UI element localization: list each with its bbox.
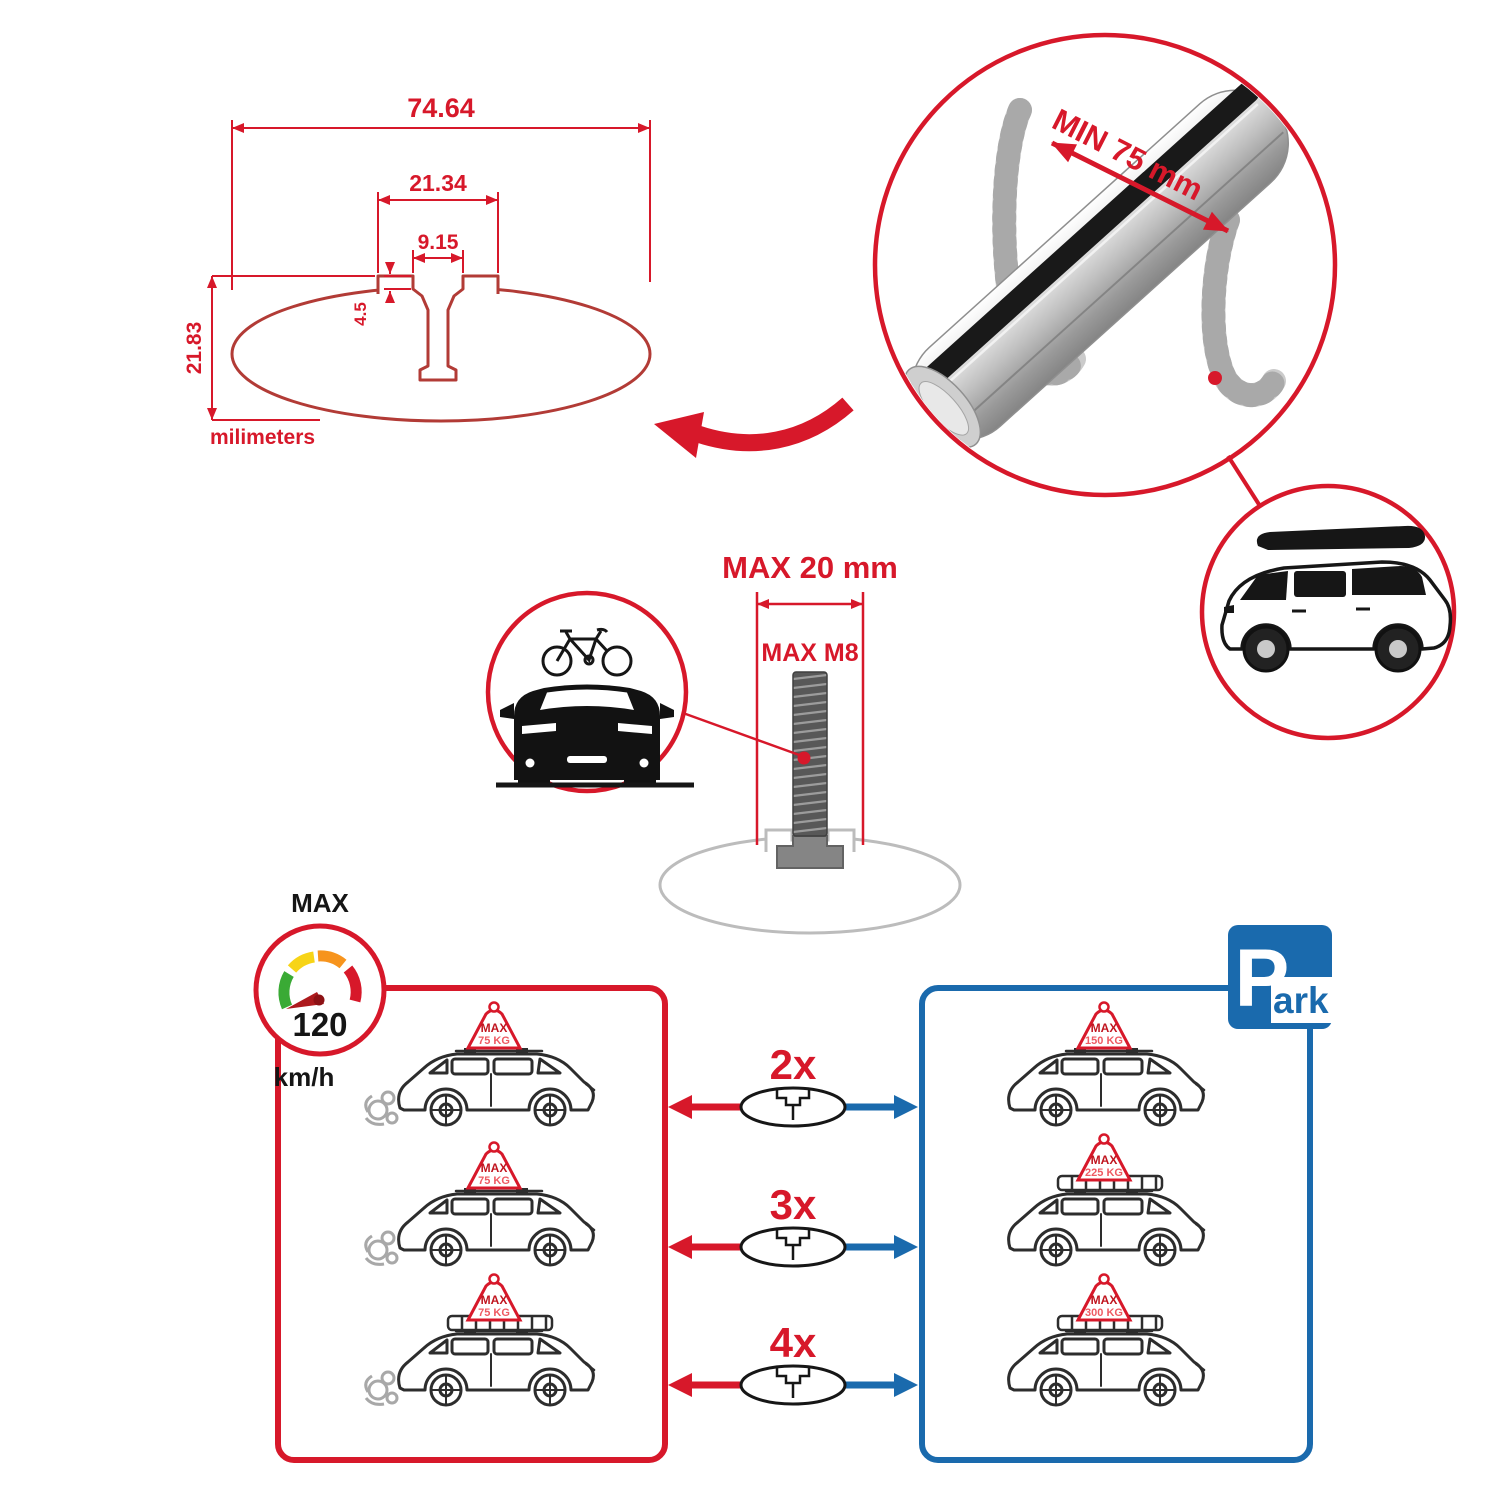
speedometer-gauge [278, 950, 362, 1010]
bolt-dimension-lines [755, 592, 865, 845]
cross-section-technical-drawing: 74.64 21.34 9.15 4.5 21.83 milimeters [183, 93, 652, 449]
speed-unit: km/h [274, 1062, 335, 1092]
parked-car-2: MAX 225 KG [1007, 1133, 1206, 1267]
circle-connector-line [1226, 454, 1262, 508]
usage-comparison-panel: MAX 120 km/h P ark 2x [253, 888, 1333, 1463]
load-badge-value: 150 KG [1085, 1035, 1123, 1047]
bar-detail-section: MIN 75 mm [872, 32, 1457, 741]
t-bolt [776, 671, 844, 869]
load-badge-max: MAX [481, 1293, 508, 1307]
park-suffix: ark [1273, 980, 1329, 1021]
dim-lip-depth: 4.5 [351, 302, 370, 326]
bicycle-icon [541, 627, 633, 677]
dim-channel-inner: 9.15 [418, 231, 459, 254]
dim-total-width: 74.64 [407, 93, 475, 123]
load-badge-value: 225 KG [1085, 1167, 1123, 1179]
t-slot-channel [376, 274, 500, 382]
car-front-icon [500, 684, 674, 786]
roof-box [1256, 525, 1426, 550]
load-badge-value: 300 KG [1085, 1307, 1123, 1319]
max-thread-label: MAX M8 [761, 639, 858, 667]
driving-car-2: MAX 75 KG [364, 1141, 596, 1267]
driving-zone-box [275, 985, 668, 1463]
driving-car-1: MAX 75 KG [364, 1001, 596, 1127]
t-bolt-head [776, 835, 844, 869]
bolt-dimension-diagram: MAX 20 mm MAX M8 [485, 550, 962, 935]
speed-max-label: MAX [291, 888, 349, 918]
parked-car-1: MAX 150 KG [1007, 1001, 1206, 1127]
profile-outline [230, 274, 652, 423]
suv-roofbox-circle [1199, 483, 1457, 741]
quantity-label: 3x [770, 1181, 817, 1228]
parked-car-3: MAX 300 KG [1007, 1273, 1206, 1407]
load-badge-max: MAX [481, 1161, 508, 1175]
claw-anchor-dot [1208, 371, 1222, 385]
park-sign: P ark [1228, 925, 1333, 1029]
bolt-anchor-dot [797, 751, 811, 765]
dimension-lines [207, 120, 651, 421]
load-badge-value: 75 KG [478, 1035, 510, 1047]
parking-zone-box [919, 985, 1313, 1463]
units-label: milimeters [210, 426, 315, 449]
speed-limit-badge: MAX 120 km/h [253, 888, 387, 1092]
suv-windshield [1240, 571, 1288, 600]
quantity-rows: 2x 3x 4x [668, 1041, 918, 1406]
driving-car-3: MAX 75 KG [364, 1273, 596, 1407]
quantity-label: 4x [770, 1319, 817, 1366]
pointer-arrow-to-profile [654, 397, 854, 458]
suv-window-rear [1352, 566, 1426, 595]
bolt-leader-line [682, 711, 803, 758]
min-span-arrow [1050, 140, 1230, 234]
load-badge-max: MAX [481, 1021, 508, 1035]
load-badge-max: MAX [1091, 1021, 1118, 1035]
quantity-label: 2x [770, 1041, 817, 1088]
car-front-bike-circle [485, 590, 694, 794]
load-badge-value: 75 KG [478, 1175, 510, 1187]
speed-value: 120 [292, 1006, 347, 1043]
max-width-label: MAX 20 mm [722, 550, 898, 585]
load-badge-value: 75 KG [478, 1307, 510, 1319]
suv-wheels [1242, 625, 1422, 673]
dim-channel-outer: 21.34 [409, 170, 467, 196]
fitting-claw-right [1201, 208, 1286, 408]
load-badge-max: MAX [1091, 1293, 1118, 1307]
dim-profile-height: 21.83 [183, 322, 206, 375]
load-badge-max: MAX [1091, 1153, 1118, 1167]
suv-window-mid [1294, 571, 1346, 597]
